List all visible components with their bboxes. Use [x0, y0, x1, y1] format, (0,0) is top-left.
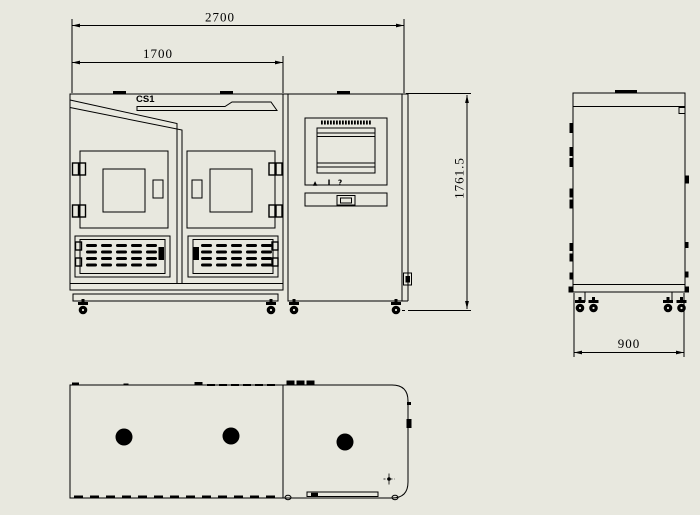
door-hinges [71, 162, 87, 218]
caster-wheel [588, 297, 599, 313]
screen-title-bar [320, 120, 372, 126]
plan-right-edge-marks [406, 402, 412, 428]
door-handle [152, 179, 164, 199]
indicator-icon-1: ▲ [313, 180, 318, 187]
plan-holes [115, 427, 354, 451]
indicator-icon-2: I [328, 179, 331, 188]
keyboard-tray [304, 192, 388, 207]
side-latch [403, 272, 412, 286]
lifting-lugs [113, 91, 350, 95]
left-vent-panel [74, 235, 171, 278]
dim-left-section-width: 1700 [72, 46, 284, 93]
front-view: 2700 1700 1761.5 [69, 10, 471, 315]
door-window [102, 168, 146, 213]
center-mark-icon [383, 473, 395, 485]
right-chamber-door [186, 150, 283, 229]
caster-wheel [575, 297, 585, 313]
plan-outline [69, 384, 409, 499]
sign-strip [136, 101, 278, 111]
dim-height-text: 1761.5 [452, 157, 467, 199]
vent-latch [193, 247, 199, 260]
side-casters [575, 297, 687, 313]
hole [336, 433, 354, 451]
dim-left-section-width-text: 1700 [143, 46, 173, 61]
model-label: CS1 [136, 94, 155, 105]
door-handle [191, 179, 203, 199]
door-window [209, 168, 253, 213]
indicator-icon-3: ? [338, 179, 342, 188]
left-chamber-door [71, 150, 169, 229]
plan-view [69, 380, 412, 501]
right-vent-panel [187, 235, 279, 278]
plan-top-edge-marks [72, 380, 315, 386]
side-view: 900 [568, 90, 689, 357]
side-hinge-bumps [568, 123, 689, 293]
hole [222, 427, 240, 445]
dim-overall-width-text: 2700 [205, 10, 235, 25]
caster-wheel [676, 297, 687, 313]
dim-depth-text: 900 [618, 336, 641, 351]
side-cabinet-outline [572, 90, 686, 302]
vent-latch [158, 247, 164, 260]
screen [316, 127, 376, 174]
control-panel: ▲ I ? [304, 117, 388, 207]
dim-overall-width: 2700 [71, 10, 405, 93]
plan-bottom-edge-marks [74, 491, 399, 501]
dim-height: 1761.5 [396, 93, 471, 311]
hole [115, 428, 133, 446]
door-hinges [268, 162, 283, 218]
dim-depth: 900 [573, 293, 685, 357]
